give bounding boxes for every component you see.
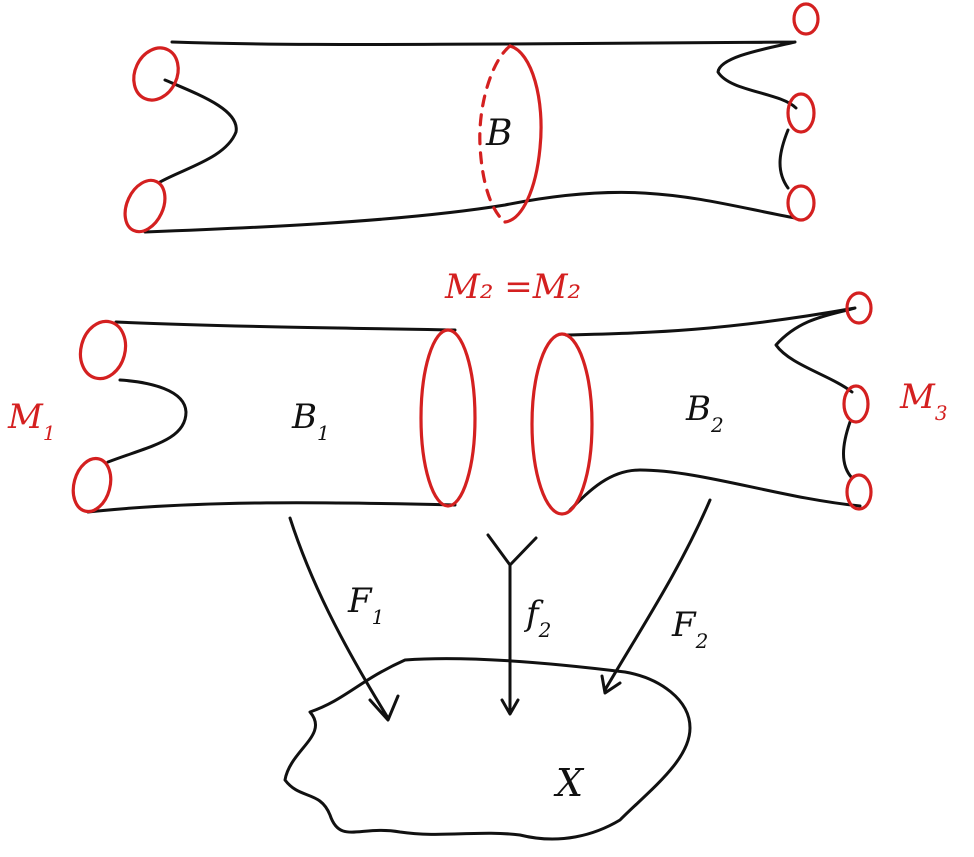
arrow-right-map [600, 498, 712, 695]
top-bordism-outline [143, 40, 798, 234]
map-arrows: F1 f2 F2 [288, 498, 712, 722]
label-map-middle: f2 [523, 594, 551, 642]
cut-circle-front [503, 44, 543, 224]
top-right-boundary-3 [786, 184, 816, 222]
label-left-boundary: M1 [7, 397, 56, 445]
target-space-blob [283, 657, 692, 841]
right-glue-boundary [530, 332, 594, 516]
label-target-space: X [553, 761, 585, 805]
label-right-bordism: B2 [685, 389, 724, 437]
cut-circle-back [478, 44, 512, 224]
right-bordism-outline [564, 306, 862, 512]
top-left-boundary-upper [132, 46, 180, 102]
top-left-boundary-lower [123, 178, 167, 234]
right-bordism: B2 [530, 291, 873, 516]
top-right-boundary-2 [786, 92, 816, 134]
left-bordism-outline [86, 320, 457, 514]
arrow-middle-map [486, 533, 538, 716]
right-boundary-3 [845, 473, 873, 511]
left-bordism: B1 [71, 319, 477, 514]
left-boundary-upper [78, 319, 128, 381]
right-boundary-1 [845, 291, 873, 325]
left-boundary-lower [71, 456, 113, 514]
top-right-boundary-1 [792, 2, 820, 36]
label-left-bordism: B1 [291, 397, 330, 445]
right-boundary-2 [842, 384, 870, 424]
target-space: X [283, 657, 692, 841]
label-top-bordism: B [485, 113, 512, 154]
top-bordism: B [123, 2, 820, 234]
label-right-boundary: M3 [899, 377, 948, 425]
label-glue-equation: M₂ =M₂ [444, 267, 581, 307]
arrow-left-map [288, 516, 400, 722]
label-map-right: F2 [671, 605, 708, 653]
label-map-left: F1 [347, 581, 384, 629]
left-glue-boundary [419, 328, 477, 508]
